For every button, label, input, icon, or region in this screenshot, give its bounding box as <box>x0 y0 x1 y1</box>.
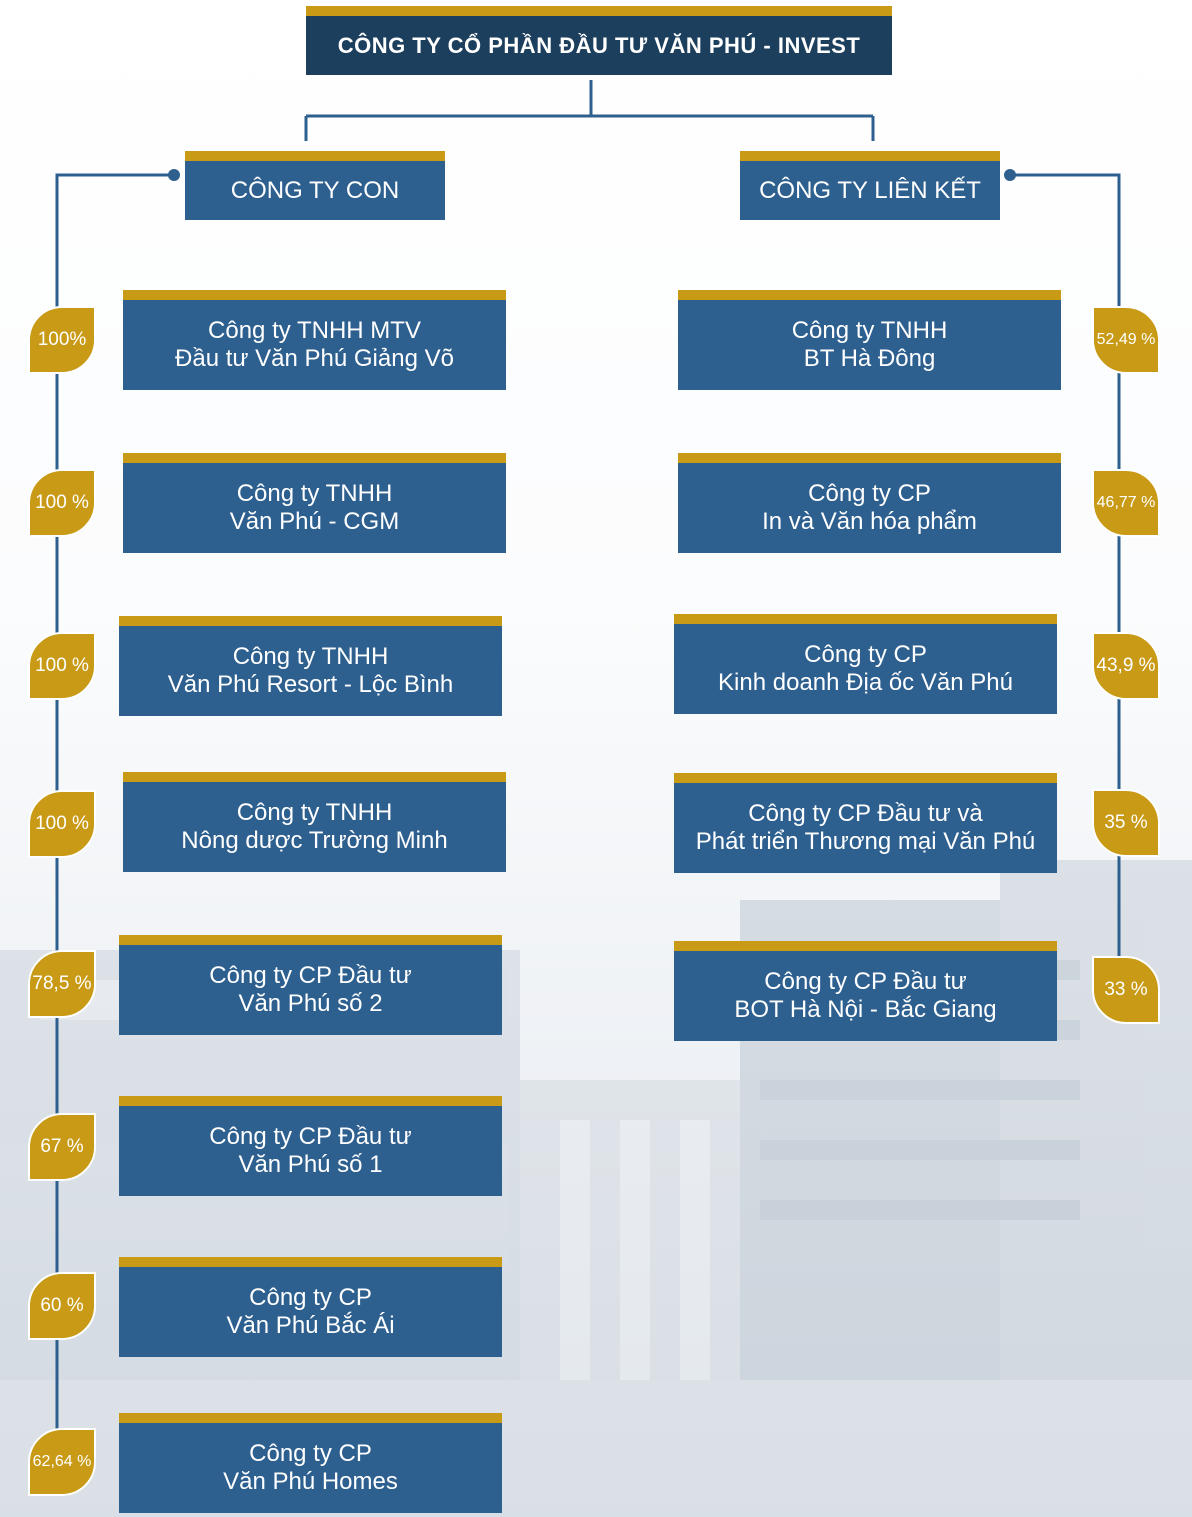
ownership-percent-badge: 100 % <box>28 790 96 858</box>
company-name-line: Công ty TNHH <box>791 317 948 344</box>
subsidiaries-label: CÔNG TY CON <box>230 176 400 204</box>
associates-header: CÔNG TY LIÊN KẾT <box>740 151 1000 220</box>
ownership-percent-badge: 43,9 % <box>1092 632 1160 700</box>
associate-box: Công ty CP Đầu tư BOT Hà Nội - Bắc Giang <box>674 941 1057 1041</box>
company-name-line: BT Hà Đông <box>803 345 936 372</box>
ownership-percent-badge: 33 % <box>1092 956 1160 1024</box>
subsidiaries-header: CÔNG TY CON <box>185 151 445 220</box>
ownership-percent-badge: 46,77 % <box>1092 469 1160 537</box>
subsidiary-box: Công ty CP Văn Phú Homes <box>119 1413 502 1513</box>
company-name-line: Công ty CP Đầu tư và <box>748 800 983 827</box>
subsidiary-box: Công ty TNHH Văn Phú Resort - Lộc Bình <box>119 616 502 716</box>
company-name-line: Công ty CP Đầu tư <box>209 1123 412 1150</box>
ownership-percent-badge: 100 % <box>28 469 96 537</box>
ownership-percent-badge: 100% <box>28 306 96 374</box>
subsidiary-box: Công ty TNHH Nông dược Trường Minh <box>123 772 506 872</box>
company-name-line: Công ty TNHH <box>236 799 393 826</box>
company-name-line: Công ty CP Đầu tư <box>764 968 967 995</box>
company-name-line: Văn Phú số 2 <box>238 990 383 1017</box>
company-name-line: Công ty TNHH <box>232 643 389 670</box>
subsidiary-box: Công ty CP Đầu tư Văn Phú số 2 <box>119 935 502 1035</box>
company-name-line: Văn Phú Homes <box>223 1468 398 1495</box>
ownership-percent-badge: 62,64 % <box>28 1428 96 1496</box>
associates-label: CÔNG TY LIÊN KẾT <box>759 176 981 204</box>
company-name-line: Nông dược Trường Minh <box>181 827 448 854</box>
subsidiary-box: Công ty TNHH Văn Phú - CGM <box>123 453 506 553</box>
company-name-line: In và Văn hóa phẩm <box>762 508 977 535</box>
associate-box: Công ty TNHH BT Hà Đông <box>678 290 1061 390</box>
company-name-line: Công ty CP <box>808 480 931 507</box>
ownership-percent-badge: 100 % <box>28 632 96 700</box>
parent-company-box: CÔNG TY CỔ PHẦN ĐẦU TƯ VĂN PHÚ - INVEST <box>306 6 892 75</box>
subsidiary-box: Công ty TNHH MTV Đầu tư Văn Phú Giảng Võ <box>123 290 506 390</box>
associate-box: Công ty CP Đầu tư và Phát triển Thương m… <box>674 773 1057 873</box>
company-name-line: Văn Phú Bắc Ái <box>226 1312 395 1339</box>
parent-company-title: CÔNG TY CỔ PHẦN ĐẦU TƯ VĂN PHÚ - INVEST <box>337 32 861 58</box>
subsidiary-box: Công ty CP Đầu tư Văn Phú số 1 <box>119 1096 502 1196</box>
subsidiary-box: Công ty CP Văn Phú Bắc Ái <box>119 1257 502 1357</box>
ownership-percent-badge: 60 % <box>28 1272 96 1340</box>
associate-box: Công ty CP In và Văn hóa phẩm <box>678 453 1061 553</box>
company-name-line: BOT Hà Nội - Bắc Giang <box>734 996 997 1023</box>
company-name-line: Công ty CP <box>804 641 927 668</box>
company-name-line: Văn Phú số 1 <box>238 1151 383 1178</box>
company-name-line: Công ty TNHH MTV <box>208 317 421 344</box>
company-name-line: Văn Phú Resort - Lộc Bình <box>167 671 454 698</box>
company-name-line: Phát triển Thương mại Văn Phú <box>695 828 1036 855</box>
ownership-percent-badge: 67 % <box>28 1113 96 1181</box>
company-name-line: Văn Phú - CGM <box>229 508 400 535</box>
associate-box: Công ty CP Kinh doanh Địa ốc Văn Phú <box>674 614 1057 714</box>
company-name-line: Công ty TNHH <box>236 480 393 507</box>
company-name-line: Kinh doanh Địa ốc Văn Phú <box>718 669 1013 696</box>
ownership-percent-badge: 52,49 % <box>1092 306 1160 374</box>
company-name-line: Công ty CP <box>249 1440 372 1467</box>
ownership-percent-badge: 35 % <box>1092 789 1160 857</box>
company-name-line: Công ty CP <box>249 1284 372 1311</box>
ownership-percent-badge: 78,5 % <box>28 950 96 1018</box>
company-name-line: Công ty CP Đầu tư <box>209 962 412 989</box>
company-name-line: Đầu tư Văn Phú Giảng Võ <box>175 345 454 372</box>
